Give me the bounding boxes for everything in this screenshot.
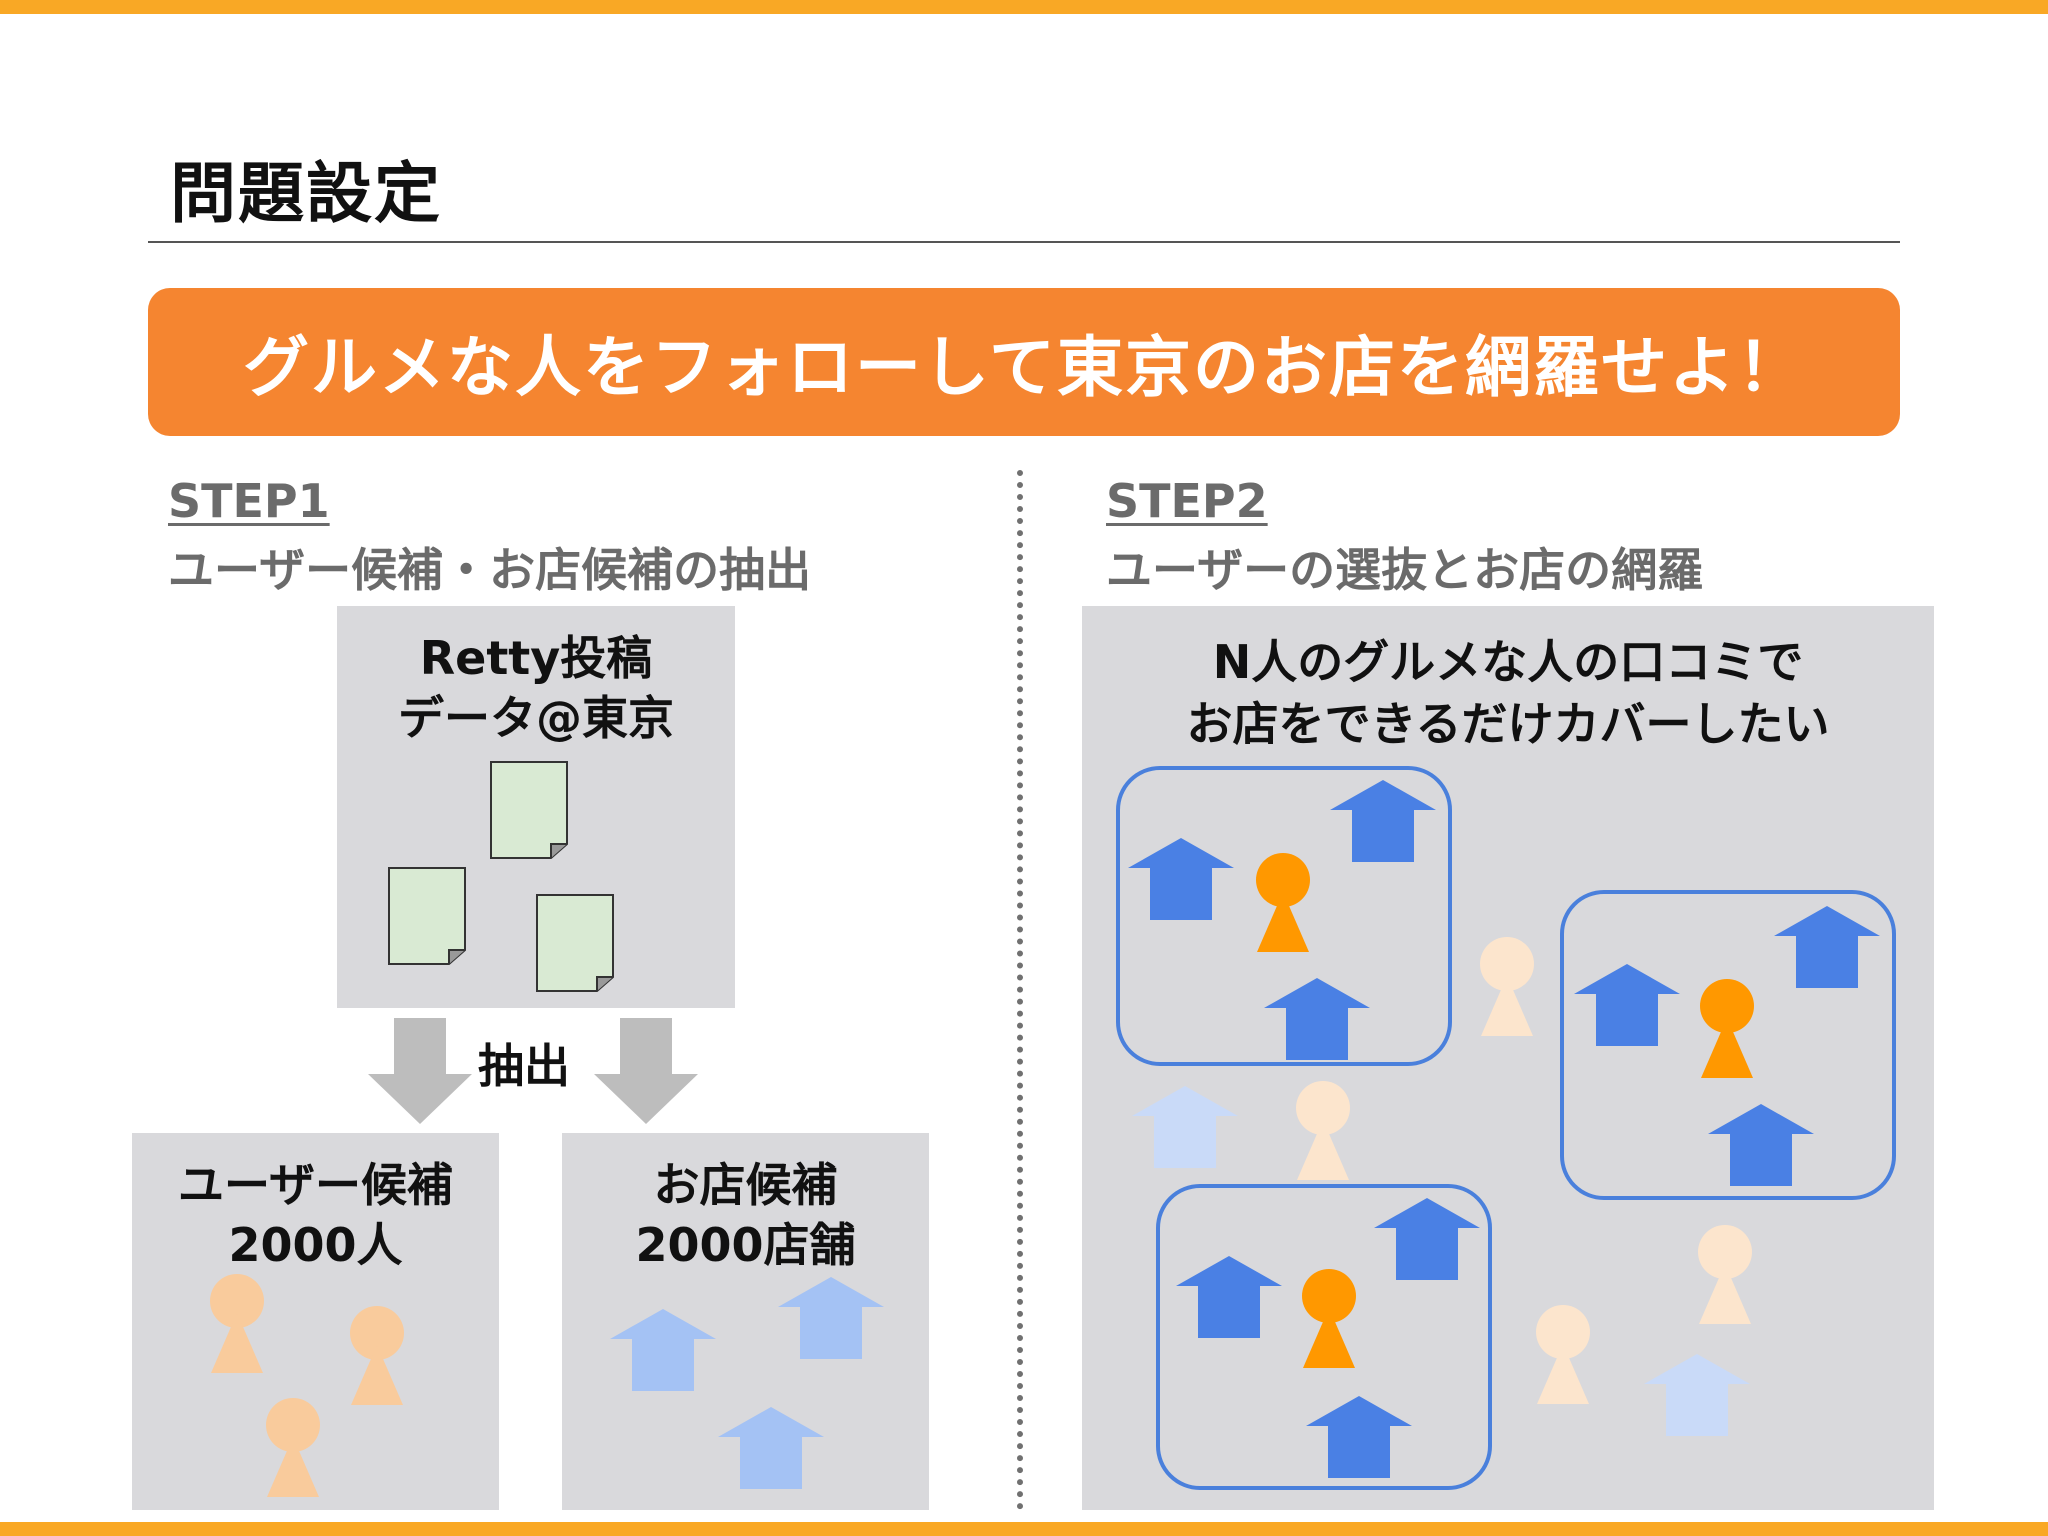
- user-candidates-line1: ユーザー候補: [177, 1158, 454, 1212]
- shop-icon: [1264, 978, 1370, 1060]
- selected-user-group: [1116, 766, 1452, 1066]
- shop-icon: [1330, 780, 1436, 862]
- shop-icon: [1708, 1104, 1814, 1186]
- shop-candidates-line1: お店候補: [653, 1158, 838, 1212]
- extract-label: 抽出: [478, 1039, 570, 1093]
- shop-icon: [1128, 838, 1234, 920]
- step1-subtitle: ユーザー候補・お店候補の抽出: [168, 543, 812, 597]
- shop-candidates-line2: 2000店舗: [635, 1218, 856, 1272]
- shop-icon: [1374, 1198, 1480, 1280]
- shop-icon: [1306, 1396, 1412, 1478]
- person-icon: [1296, 1081, 1350, 1180]
- person-icon: [210, 1274, 264, 1373]
- source-data-panel: Retty投稿 データ@東京: [337, 606, 735, 1008]
- source-data-line1: Retty投稿: [419, 631, 653, 685]
- top-accent-bar: [0, 0, 2048, 14]
- person-icon: [1536, 1305, 1590, 1404]
- headline-text: グルメな人をフォローして東京のお店を網羅せよ！: [242, 329, 1806, 406]
- shop-icon: [610, 1309, 716, 1391]
- title-divider: [148, 241, 1900, 243]
- person-icon: [266, 1398, 320, 1497]
- user-candidates-line2: 2000人: [228, 1218, 403, 1272]
- step-divider: [1017, 470, 1023, 1510]
- source-data-line2: データ@東京: [398, 691, 674, 745]
- bottom-accent-bar: [0, 1522, 2048, 1536]
- shop-icon: [1132, 1086, 1238, 1168]
- coverage-goal-line1: N人のグルメな人の口コミで: [1212, 635, 1804, 689]
- coverage-panel: N人のグルメな人の口コミで お店をできるだけカバーしたい: [1082, 606, 1934, 1510]
- person-icon: [1480, 937, 1534, 1036]
- shop-icon: [1644, 1354, 1750, 1436]
- document-icon: [388, 867, 466, 965]
- person-icon: [1256, 853, 1310, 952]
- document-icon: [490, 761, 568, 859]
- page-title: 問題設定: [170, 155, 442, 232]
- arrow-down-icon: [368, 1018, 472, 1124]
- shop-icon: [1176, 1256, 1282, 1338]
- shop-icon: [778, 1277, 884, 1359]
- selected-user-group: [1156, 1184, 1492, 1490]
- person-icon: [350, 1306, 404, 1405]
- shop-candidates-panel: お店候補 2000店舗: [562, 1133, 929, 1510]
- person-icon: [1302, 1269, 1356, 1368]
- step1-label: STEP1: [168, 474, 330, 528]
- arrow-down-icon: [594, 1018, 698, 1124]
- step2-label: STEP2: [1106, 474, 1268, 528]
- shop-icon: [1774, 906, 1880, 988]
- shop-icon: [718, 1407, 824, 1489]
- headline-banner: グルメな人をフォローして東京のお店を網羅せよ！: [148, 288, 1900, 436]
- document-icon: [536, 894, 614, 992]
- person-icon: [1698, 1225, 1752, 1324]
- selected-user-group: [1560, 890, 1896, 1200]
- step2-subtitle: ユーザーの選抜とお店の網羅: [1106, 543, 1704, 597]
- shop-icon: [1574, 964, 1680, 1046]
- user-candidates-panel: ユーザー候補 2000人: [132, 1133, 499, 1510]
- coverage-goal-line2: お店をできるだけカバーしたい: [1186, 697, 1830, 751]
- person-icon: [1700, 979, 1754, 1078]
